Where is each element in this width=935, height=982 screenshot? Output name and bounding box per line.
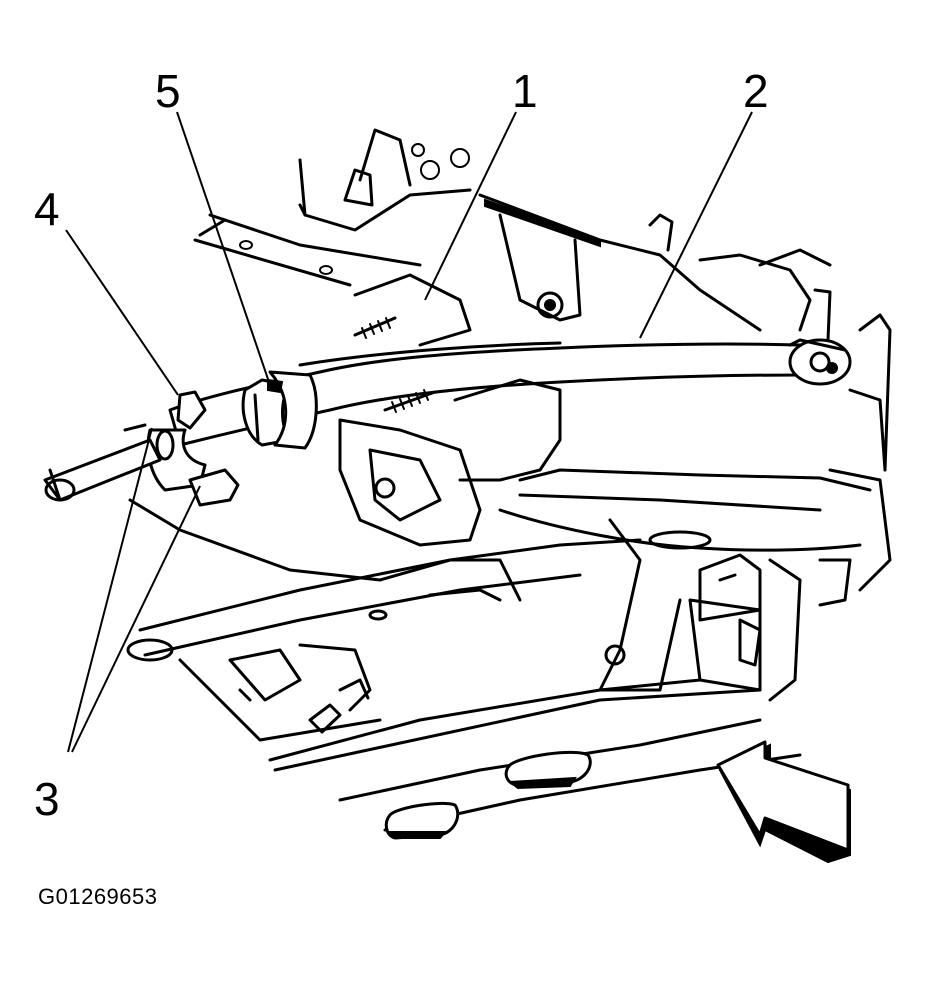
front-direction-arrow bbox=[716, 740, 851, 864]
leader-lines bbox=[65, 111, 753, 753]
leader-line-2 bbox=[639, 111, 753, 339]
figure-id: G01269653 bbox=[38, 884, 158, 909]
leader-line-3b bbox=[71, 485, 201, 753]
leader-line-1 bbox=[424, 111, 517, 301]
callout-2: 2 bbox=[743, 65, 769, 117]
callout-5: 5 bbox=[155, 65, 181, 117]
callout-1: 1 bbox=[512, 65, 538, 117]
callout-3: 3 bbox=[34, 773, 60, 825]
upper-body-panel bbox=[193, 128, 472, 347]
leader-line-5 bbox=[176, 111, 271, 386]
subframe bbox=[126, 378, 762, 772]
stabilizer-bracket bbox=[43, 390, 240, 507]
lower-control-arm bbox=[498, 468, 872, 702]
floor-pan bbox=[338, 718, 802, 840]
leader-line-3a bbox=[67, 427, 153, 753]
frame-rail bbox=[478, 193, 892, 592]
bolts bbox=[353, 316, 437, 413]
leader-line-4 bbox=[65, 229, 179, 396]
stabilizer-shaft bbox=[168, 338, 852, 447]
insulator-bushing bbox=[241, 370, 318, 450]
callout-4: 4 bbox=[34, 183, 60, 235]
